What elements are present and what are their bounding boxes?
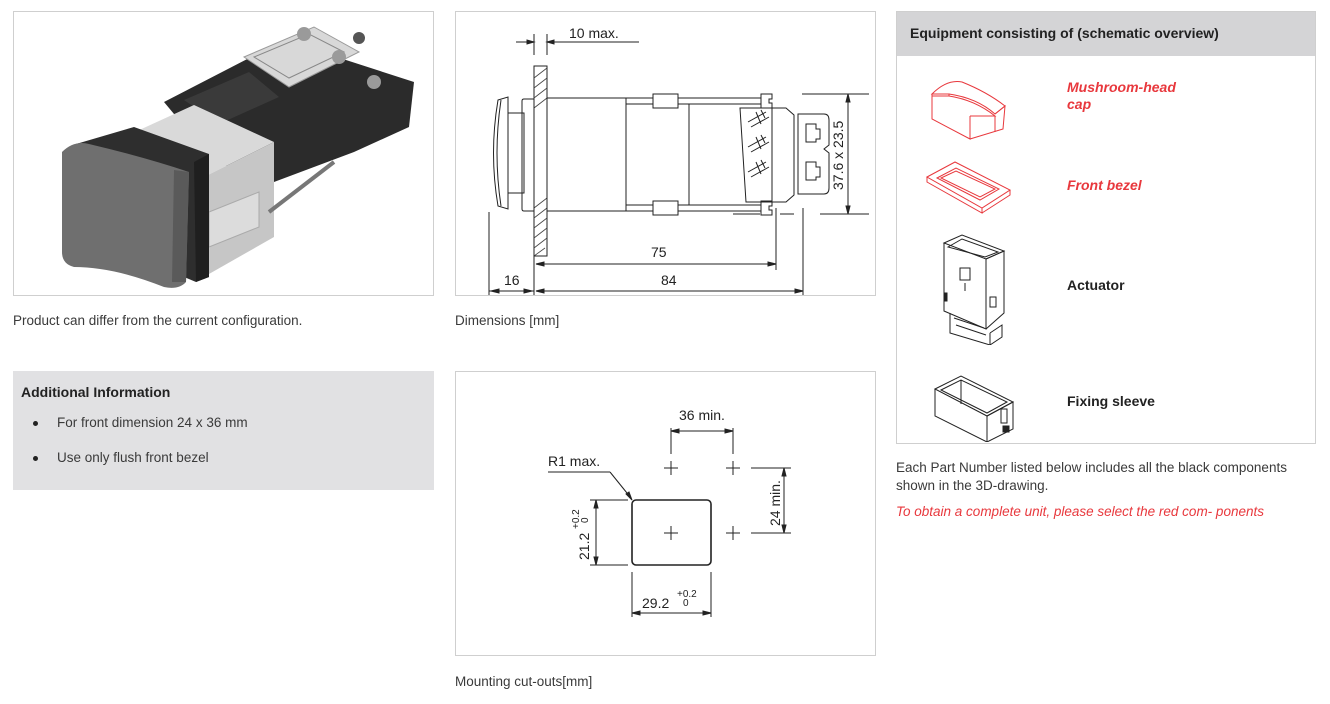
dim-label-16: 16 [504, 272, 520, 288]
dim-label-panel-thickness: 10 max. [569, 25, 619, 41]
equipment-item-label: Front bezel [1067, 177, 1142, 193]
equipment-item-label: Fixing sleeve [1067, 393, 1155, 409]
mushroom-head-cap-icon [930, 81, 1006, 140]
bullet-icon [33, 421, 38, 426]
product-photo-caption: Product can differ from the current conf… [13, 313, 303, 328]
cutout-label-spacing-v: 24 min. [767, 480, 783, 526]
product-photo [62, 26, 414, 288]
hole-center-marks [664, 461, 740, 540]
front-bezel-icon [925, 161, 1012, 214]
red-components-note: To obtain a complete unit, please select… [896, 504, 1264, 519]
actuator-icon [942, 234, 1006, 345]
black-components-note: Each Part Number listed below includes a… [896, 460, 1287, 493]
dim-label-height-width: 37.6 x 23.5 [830, 121, 846, 190]
fixing-sleeve-icon [933, 375, 1015, 442]
bullet-icon [33, 456, 38, 461]
dimensions-caption: Dimensions [mm] [455, 313, 560, 328]
cutout-label-width: 29.2 [642, 595, 669, 611]
additional-info-box: Additional Information For front dimensi… [13, 371, 434, 490]
dimensions-drawing-frame: 10 max. [455, 11, 876, 298]
equipment-item-label: Mushroom-head cap [1067, 79, 1176, 112]
cutout-label-width-tol-plus: +0.2 [677, 589, 697, 600]
cutout-label-height-tol-minus: 0 [580, 517, 591, 523]
additional-info-item: Use only flush front bezel [21, 448, 434, 483]
equipment-title: Equipment consisting of (schematic overv… [897, 12, 1315, 56]
dim-label-75: 75 [651, 244, 667, 260]
cutout-label-width-tol-minus: 0 [683, 598, 689, 609]
cutout-drawing: 36 min. 24 min. R1 max. 21.2 +0.2 0 [548, 407, 791, 617]
product-photo-frame [13, 11, 434, 296]
cutout-label-radius: R1 max. [548, 453, 600, 469]
equipment-overview-box: Equipment consisting of (schematic overv… [896, 11, 1316, 444]
additional-info-title: Additional Information [21, 384, 171, 400]
cutout-drawing-frame: 36 min. 24 min. R1 max. 21.2 +0.2 0 [455, 371, 876, 656]
dimensions-drawing: 10 max. [488, 25, 869, 298]
cutout-caption: Mounting cut-outs[mm] [455, 674, 593, 689]
equipment-item-label: Actuator [1067, 277, 1125, 293]
cutout-label-height-tol-plus: +0.2 [571, 509, 582, 529]
cutout-label-spacing-h: 36 min. [679, 407, 725, 423]
cutout-label-height: 21.2 [576, 533, 592, 560]
dim-label-84: 84 [661, 272, 677, 288]
additional-info-item: For front dimension 24 x 36 mm [21, 413, 434, 448]
